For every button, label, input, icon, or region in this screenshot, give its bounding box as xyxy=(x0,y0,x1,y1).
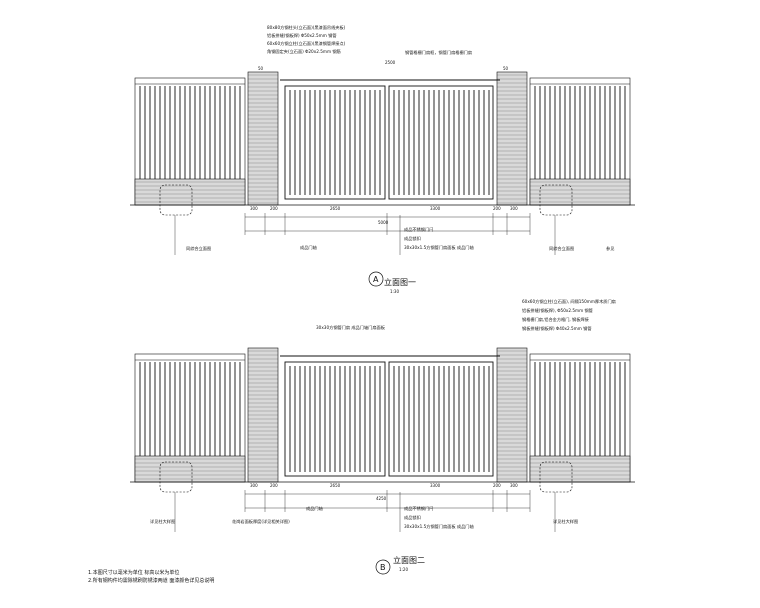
elevation-a-left-note: 成品门轴 xyxy=(300,244,317,251)
elevation-a-bottom-note-1: 成品不锈钢门闩 xyxy=(404,226,433,233)
elevation-a-dim-top-1: 50 xyxy=(258,66,264,71)
elevation-a-marker: A xyxy=(368,271,384,287)
elevation-b-left-callout: 详见柱大样图 xyxy=(150,518,175,525)
elevation-b-bottom-note-2: 成品锁扣 xyxy=(404,514,421,521)
footnote-2: 2.所有钢构件均需除锈刷防锈漆两道 面漆颜色详见总说明 xyxy=(88,578,215,584)
right-fence-base xyxy=(529,178,631,206)
left-detail-callout-box xyxy=(159,461,193,493)
right-gate-leaf xyxy=(388,361,494,477)
elevation-a-title: 立面图一 xyxy=(384,277,416,287)
elevation-b-left-note-2: 花岗岩面板厚度(详见相关详图) xyxy=(232,518,290,525)
elevation-a-left-callout: 同综合立面图 xyxy=(186,245,211,252)
elevation-b xyxy=(130,347,635,532)
left-pillar xyxy=(247,71,279,206)
elevation-b-dim-bottom-2: 200 xyxy=(270,483,278,488)
elevation-b-bottom-note-1: 成品不锈钢门闩 xyxy=(404,505,433,512)
svg-text:A: A xyxy=(373,275,379,284)
elevation-a-dim-bottom-3: 2650 xyxy=(330,206,341,211)
elevation-b-dim-total: 4250 xyxy=(376,496,387,501)
right-fence-base xyxy=(529,455,631,483)
elevation-b-note-4: 钢板拼缝(钢板焊) Φ40x2.5mm 钢管 xyxy=(522,325,592,332)
elevation-a-scale: 1:30 xyxy=(390,289,399,294)
elevation-a-dim-bottom-1: 300 xyxy=(250,206,258,211)
elevation-b-right-callout-1: 详见柱大样图 xyxy=(553,518,578,525)
elevation-a-labels: 80x80方钢柱头(立石面)(黑漆面吊线夹板) 铝板拼缝(钢板焊) Φ50x2.… xyxy=(186,24,614,294)
elevation-a-bottom-note-3: 30x30x1.5方钢管门扇面板 成品门轴 xyxy=(404,244,474,251)
svg-text:B: B xyxy=(380,563,386,572)
elevation-a-right-callout-2: 参见 xyxy=(606,245,614,252)
elevation-b-title: 立面图二 xyxy=(393,555,425,565)
elevation-a-dim-bottom-5: 200 xyxy=(493,206,501,211)
right-detail-callout-box xyxy=(539,461,573,493)
elevation-a-note-4: 角钢固定夹(立石面) Φ20x2.5mm 钢筋 xyxy=(267,48,341,55)
elevation-b-dim-bottom-3: 2650 xyxy=(330,483,341,488)
elevation-a-right-callout-1: 同综合立面图 xyxy=(549,245,574,252)
elevation-a-dim-top-3: 50 xyxy=(503,66,509,71)
elevation-b-dim-bottom-1: 300 xyxy=(250,483,258,488)
elevation-a-note-mid: 钢管格栅门扇框，钢管门扇格栅门扇 xyxy=(405,49,472,56)
elevation-b-dim-bottom-5: 200 xyxy=(493,483,501,488)
elevation-a-dim-total: 5000 xyxy=(378,220,389,225)
right-pillar xyxy=(496,71,528,206)
elevation-b-scale: 1:20 xyxy=(399,567,408,572)
elevation-b-left-note: 成品门轴 xyxy=(306,505,323,512)
elevation-a-bottom-note-2: 成品锁扣 xyxy=(404,235,421,242)
elevation-a-dim-bottom-4: 3300 xyxy=(430,206,441,211)
left-gate-leaf xyxy=(284,85,386,200)
elevation-b-marker: B xyxy=(375,559,391,575)
elevation-a-note-3: 60x60方钢立柱(立石面)(黑漆钢管焊接点) xyxy=(267,40,346,47)
elevation-a-dim-top-2: 2500 xyxy=(385,60,396,65)
left-detail-callout-box xyxy=(159,184,193,216)
elevation-b-note-2: 铝板拼缝(钢板焊), Φ50x2.5mm 钢管 xyxy=(522,307,593,314)
right-gate-leaf xyxy=(388,85,494,200)
elevation-a-note-1: 80x80方钢柱头(立石面)(黑漆面吊线夹板) xyxy=(267,24,346,31)
left-gate-leaf xyxy=(284,361,386,477)
elevation-b-dim-bottom-4: 3300 xyxy=(430,483,441,488)
elevation-b-dim-bottom-6: 300 xyxy=(510,483,518,488)
elevation-a-note-2: 铝板拼缝(钢板焊) Φ50x2.5mm 钢管 xyxy=(267,32,337,39)
elevation-a-dim-bottom-2: 200 xyxy=(270,206,278,211)
footnote-1: 1.本图尺寸以毫米为单位 标高以米为单位 xyxy=(88,570,180,576)
elevation-b-note-1: 60x60方钢立柱(立石面), 间隔150mm厚木质门扇 xyxy=(522,298,616,305)
left-fence-base xyxy=(134,455,246,483)
elevation-b-note-3: 钢格栅门扇,铝合金方格门, 钢板焊接 xyxy=(522,316,590,323)
elevation-b-bottom-note-3: 30x30x1.5方钢管门扇面板 成品门轴 xyxy=(404,523,474,530)
elevation-b-labels: 60x60方钢立柱(立石面), 间隔150mm厚木质门扇 铝板拼缝(钢板焊), … xyxy=(150,298,616,572)
elevation-a xyxy=(130,71,635,255)
right-detail-callout-box xyxy=(539,184,573,216)
elevation-b-note-mid: 30x30方钢管门扇 成品门轴门扇面板 xyxy=(316,324,386,331)
elevation-a-dim-bottom-6: 300 xyxy=(510,206,518,211)
left-fence-base xyxy=(134,178,246,206)
